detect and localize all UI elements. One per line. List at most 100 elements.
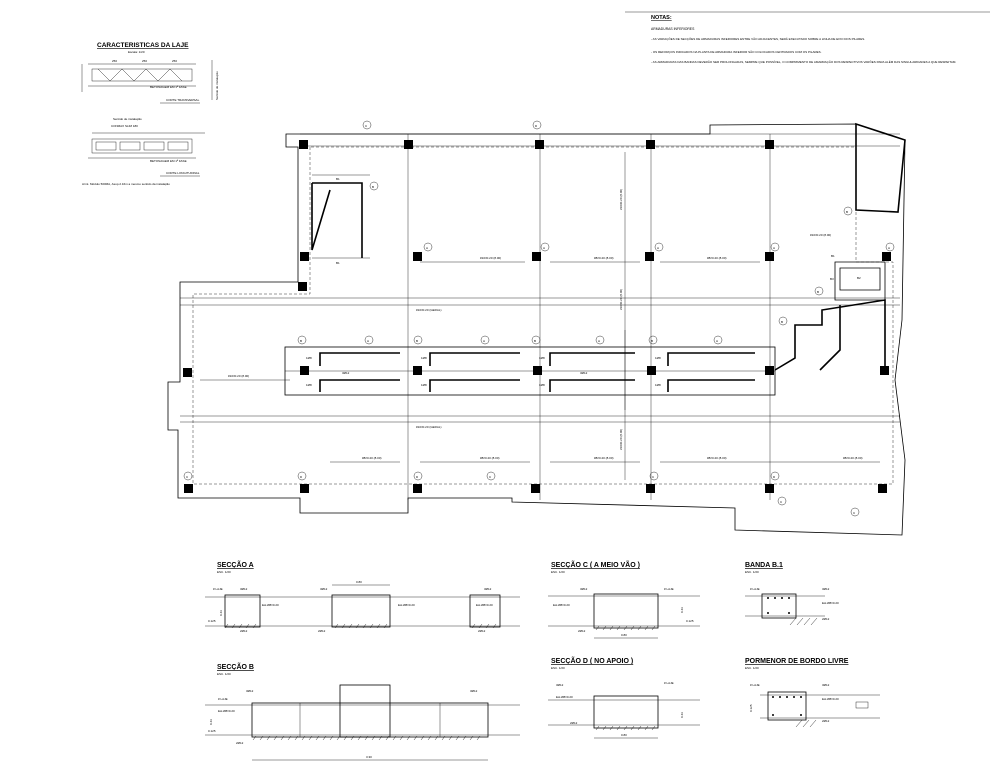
marker-d-2: D — [416, 475, 419, 479]
section-c-laje: # LAJE — [664, 587, 674, 591]
section-c-h2: 0.125 — [686, 619, 694, 623]
section-d-title: SECÇÃO D ( NO APOIO ) — [551, 656, 633, 665]
rebar-label-v2: #10//0.20 (8.00) — [619, 289, 623, 310]
rebar-label-18: 1Ø8 — [421, 383, 427, 387]
band-2o12: 2Ø12 — [822, 617, 830, 621]
marker-c-3: C — [652, 475, 655, 479]
edge-est: Est.Ø8//0.20 — [822, 697, 839, 701]
slab-title: CARACTERISTICAS DA LAJE — [97, 42, 189, 49]
section-b-laje: # LAJE — [218, 697, 228, 701]
marker-b-8: B — [651, 339, 653, 343]
section-a-2o12-1: 2Ø12 — [240, 629, 248, 633]
marker-b-1: B — [372, 185, 374, 189]
section-c: SECÇÃO C ( A MEIO VÃO ) ESC. 1/20 0.80 E… — [548, 560, 700, 639]
rebar-label-v1: #10//0.20 (8.00) — [619, 189, 623, 210]
rebar-label-13: 1Ø8 — [306, 356, 312, 360]
marker-d-top: D — [535, 124, 538, 128]
marker-b-7: B — [534, 339, 536, 343]
rebar-label-8: #8//0.20 (8.00) — [362, 456, 382, 460]
notes-item-1: - AS VARIAÇÕES DE SECÇÕES DE ARMADURAS I… — [651, 36, 865, 41]
edge-2o12: 2Ø12 — [822, 719, 830, 723]
notes-subtitle: ARMADURAS INFERIORES — [651, 27, 695, 31]
section-band: BANDA B.1 ESC. 1/20 # LAJE 3Ø12 Est.Ø8//… — [745, 562, 839, 626]
marker-b-6: B — [416, 339, 418, 343]
marker-a-6: A — [367, 339, 369, 343]
marker-a-2: A — [543, 246, 545, 250]
plan-rebar-labels: #10//0.20 (8.00) #8//0.20 (8.00) #8//0.2… — [228, 177, 863, 460]
slab-dim-2: 250 — [142, 59, 147, 63]
band-label-5: B3 — [830, 277, 834, 281]
marker-c-top: C — [365, 124, 368, 128]
slab-characteristics: CARACTERISTICAS DA LAJE Escala: 1/20 250… — [81, 42, 219, 186]
section-a-laje: # LAJE — [213, 587, 223, 591]
marker-a-5: A — [888, 246, 890, 250]
section-c-3o12: 3Ø12 — [580, 587, 588, 591]
section-d-3o12: 3Ø12 — [556, 683, 564, 687]
rebar-label-10: #8//0.20 (8.00) — [594, 456, 614, 460]
edge-scale: ESC. 1/20 — [745, 666, 759, 670]
rebar-label-3: #8//0.20 (8.00) — [707, 256, 727, 260]
slab-longitudinal-label: CORTE LONGITUDINAL — [166, 171, 200, 175]
section-a-h2: 0.125 — [208, 619, 216, 623]
rebar-label-16: 1Ø8 — [655, 356, 661, 360]
marker-a-4: A — [773, 246, 775, 250]
section-d-2o12: 2Ø12 — [570, 721, 578, 725]
marker-a-7: A — [483, 339, 485, 343]
section-b-2o12: 2Ø12 — [236, 741, 244, 745]
section-b-h1: 0.43 — [209, 719, 213, 725]
rebar-label-12: #8//0.20 (8.00) — [843, 456, 863, 460]
section-c-scale: ESC. 1/20 — [551, 570, 565, 574]
marker-d-1: D — [300, 475, 303, 479]
marker-c-5: C — [780, 500, 783, 504]
slab-concrete-1: BETONAGEM EM 1ª FASE — [150, 85, 187, 89]
rebar-label-11: #8//0.20 (8.00) — [707, 456, 727, 460]
section-a-h1: 0.43 — [219, 610, 223, 616]
section-a-est-2: Est.Ø8//0.20 — [398, 603, 415, 607]
marker-a-8: A — [598, 339, 600, 343]
rebar-label-7: #10//0.20 (8.00) — [228, 374, 249, 378]
section-b: SECÇÃO B ESC. 1/20 3.30 0.43 0.125 # LAJ… — [205, 662, 520, 761]
rebar-label-15: 1Ø8 — [539, 356, 545, 360]
marker-b-2: B — [846, 210, 848, 214]
edge-laje: # LAJE — [750, 683, 760, 687]
section-a-2o12-2: 2Ø12 — [318, 629, 326, 633]
rebar-label-v3: #10//0.20 (8.00) — [619, 429, 623, 450]
section-a-2o12-3: 2Ø12 — [478, 629, 486, 633]
rebar-label-17: 1Ø8 — [306, 383, 312, 387]
section-b-3o12: 3Ø12 — [246, 689, 254, 693]
section-c-title: SECÇÃO C ( A MEIO VÃO ) — [551, 560, 640, 569]
section-c-est: Est.Ø8//0.20 — [553, 603, 570, 607]
notes-title: NOTAS: — [651, 15, 672, 21]
section-a-3o12-2: 3Ø12 — [320, 587, 328, 591]
rebar-label-9: #8//0.20 (8.00) — [480, 456, 500, 460]
section-b-title: SECÇÃO B — [217, 662, 254, 671]
marker-c-2: C — [489, 475, 492, 479]
section-a: SECÇÃO A ESC. 1/20 0.80 0.43 0.125 # LAJ… — [205, 560, 520, 633]
band-title: BANDA B.1 — [745, 562, 783, 569]
section-b-scale: ESC. 1/20 — [217, 672, 231, 676]
marker-b-4: B — [781, 320, 783, 324]
notes-item-3: - AS ARMADURAS DAS BANDAS DEVERÃO SER PR… — [651, 59, 956, 64]
rebar-label-19: 1Ø8 — [539, 383, 545, 387]
section-d-h1: 0.43 — [680, 712, 684, 718]
marker-b-3: B — [817, 290, 819, 294]
slab-direction-2: Sentido de instalação — [113, 117, 142, 121]
band-laje: # LAJE — [750, 587, 760, 591]
section-b-h2: 0.125 — [208, 729, 216, 733]
band-3o12: 3Ø12 — [822, 587, 830, 591]
rebar-label-5: #10//0.20 (GERAL) — [416, 308, 442, 312]
band-label-2: B1 — [336, 261, 340, 265]
marker-a-3: A — [657, 246, 659, 250]
marker-a-1: A — [426, 246, 428, 250]
slab-note: Armt. Módulo 500MA, Asup.2.16m a mesmo s… — [82, 182, 170, 186]
slab-product: CONMAX SLIM 180 — [111, 124, 138, 128]
section-d: SECÇÃO D ( NO APOIO ) ESC. 1/20 0.80 # L… — [548, 656, 700, 739]
section-a-3o12-1: 3Ø12 — [240, 587, 248, 591]
floor-plan: C D A A A A A B B B B B B B — [167, 120, 906, 536]
section-d-scale: ESC. 1/20 — [551, 666, 565, 670]
slab-direction-label: Sentido de instalação — [215, 71, 219, 100]
section-d-est: Est.Ø8//0.20 — [556, 695, 573, 699]
rebar-label-20: 1Ø8 — [655, 383, 661, 387]
section-c-h1: 0.43 — [680, 607, 684, 613]
